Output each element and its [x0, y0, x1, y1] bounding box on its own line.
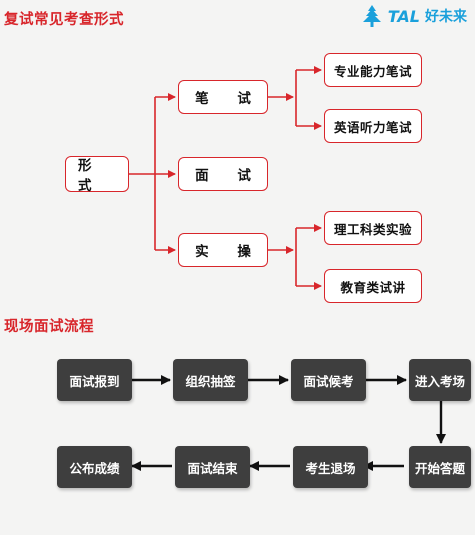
step-enter-room: 进入考场	[409, 359, 471, 401]
step-interview-end: 面试结束	[175, 446, 250, 488]
process-heading: 现场面试流程	[4, 319, 94, 335]
step-check-in: 面试报到	[57, 359, 132, 401]
forms-heading: 复试常见考查形式	[4, 12, 124, 28]
step-start-answering: 开始答题	[409, 446, 471, 488]
tal-logo: TAL 好未来	[361, 4, 467, 28]
branch-interview: 面 试	[178, 157, 268, 191]
logo-name: 好未来	[425, 9, 467, 25]
branch-written: 笔 试	[178, 80, 268, 114]
step-waiting: 面试候考	[291, 359, 366, 401]
leaf-professional-written: 专业能力笔试	[324, 53, 422, 87]
leaf-teaching-demo: 教育类试讲	[324, 269, 422, 303]
branch-practical: 实 操	[178, 233, 268, 267]
logo-brand: TAL	[387, 6, 420, 26]
tal-tree-icon	[362, 5, 381, 27]
root-node: 形式	[65, 156, 129, 194]
step-announce-results: 公布成绩	[57, 446, 132, 488]
step-candidate-exit: 考生退场	[293, 446, 368, 488]
leaf-english-listening: 英语听力笔试	[324, 109, 422, 143]
leaf-science-experiment: 理工科类实验	[324, 211, 422, 245]
step-draw-lots: 组织抽签	[173, 359, 248, 401]
